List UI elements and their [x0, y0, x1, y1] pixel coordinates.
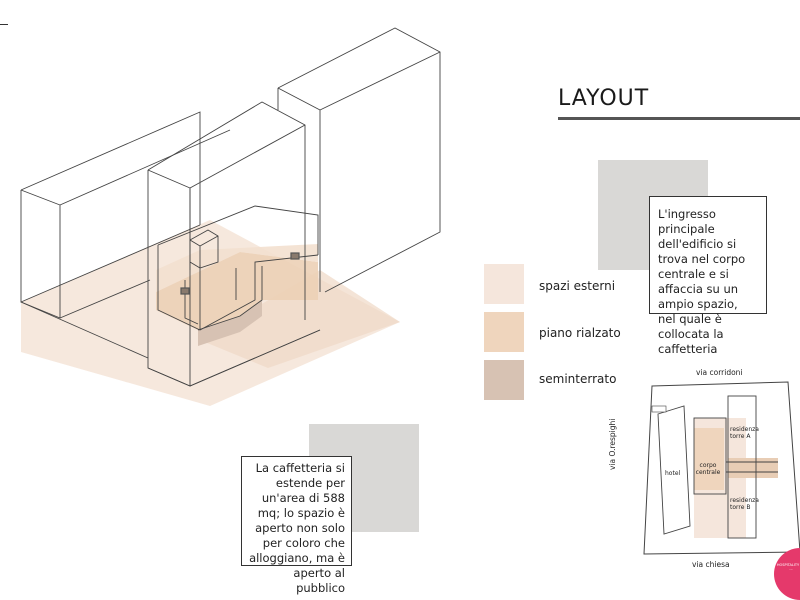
- isometric-building-diagram: [20, 27, 441, 406]
- bridge-fill: [728, 458, 778, 478]
- legend-swatch-outdoor: [484, 264, 524, 304]
- street-top-label: via corridoni: [696, 368, 743, 377]
- street-bottom-label: via chiesa: [692, 560, 730, 569]
- stair-markers: [180, 252, 300, 295]
- plan-label-tower-a: residenza torre A: [730, 426, 759, 440]
- basement: [198, 300, 262, 346]
- central-body-fill: [694, 428, 724, 490]
- outdoor-area-right: [200, 270, 400, 368]
- street-left-label: via O.respighi: [608, 418, 617, 470]
- raised-floor: [156, 252, 318, 330]
- raised-floor-top: [156, 244, 318, 292]
- plan-buildings: [657, 395, 778, 539]
- legend-label-outdoor: spazi esterni: [539, 279, 616, 293]
- plan-label-hotel: hotel: [665, 470, 681, 477]
- corner-mark: [0, 24, 8, 25]
- legend-label-raised: piano rialzato: [539, 326, 621, 340]
- wireframe-lines: [20, 27, 441, 387]
- legend-label-basement: seminterrato: [539, 372, 617, 386]
- plan-label-central: corpo centrale: [695, 462, 721, 476]
- brand-logo-text: HOSPITALITY for ...: [776, 563, 800, 571]
- cafe-note: La caffetteria si estende per un'area di…: [241, 456, 352, 595]
- page-title: LAYOUT: [558, 86, 650, 111]
- legend-swatch-basement: [484, 360, 524, 400]
- legend-swatch-raised: [484, 312, 524, 352]
- title-underline: [558, 117, 800, 120]
- plan-label-tower-b: residenza torre B: [730, 497, 759, 511]
- site-plan-map: [643, 381, 800, 555]
- entrance-marker: [651, 405, 667, 413]
- entrance-note: L'ingresso principale dell'edificio si t…: [649, 196, 767, 356]
